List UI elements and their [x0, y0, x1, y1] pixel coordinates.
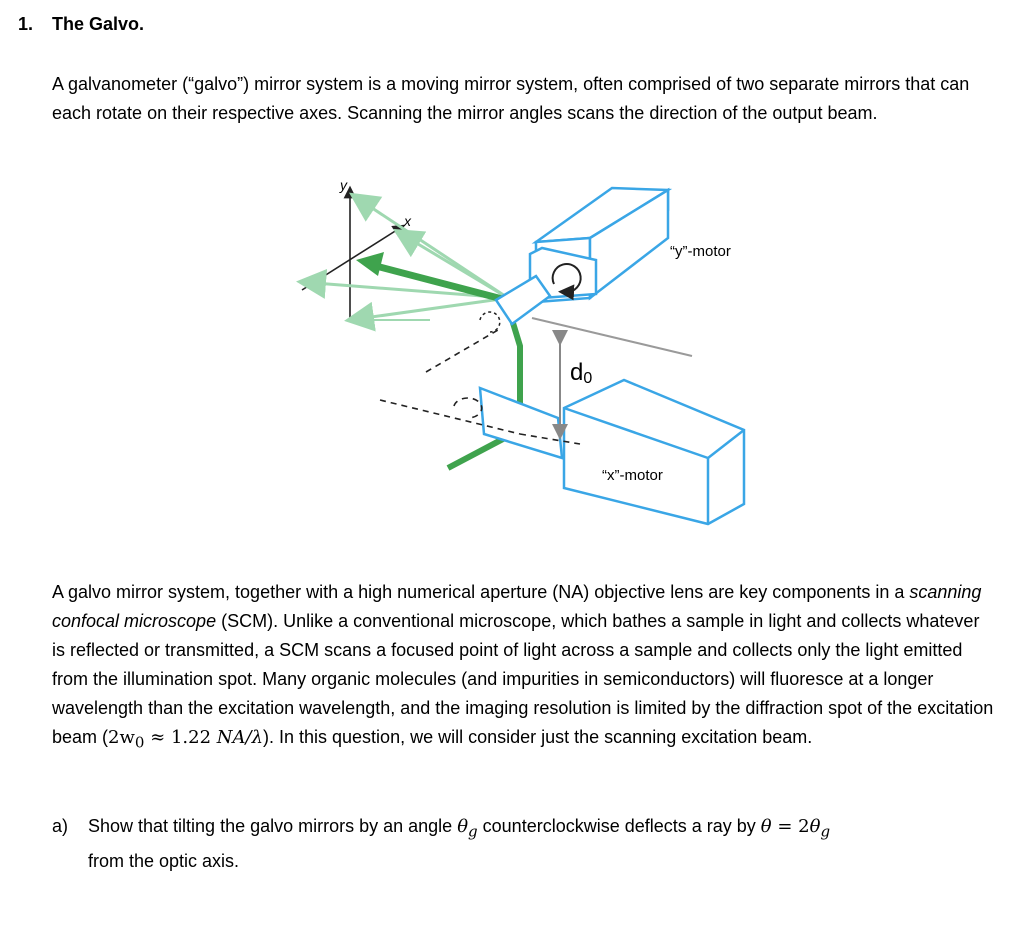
distance-label: d0	[570, 359, 592, 387]
x-mirror	[478, 386, 564, 460]
formula-2w: 2w	[108, 727, 135, 748]
body-text-1: A galvo mirror system, together with a h…	[52, 582, 910, 602]
gray-reference-line	[531, 317, 693, 357]
x-motor	[562, 378, 746, 526]
body-paragraph: A galvo mirror system, together with a h…	[52, 578, 997, 758]
section-title: The Galvo.	[52, 14, 145, 34]
q-text-1: Show that tilting the galvo mirrors by a…	[88, 816, 458, 836]
theta-g-sub: g	[468, 822, 478, 841]
y-mirror	[479, 274, 552, 333]
theta-g: θ	[457, 816, 469, 837]
question-a-text: Show that tilting the galvo mirrors by a…	[88, 812, 997, 876]
equals-two: = 2	[771, 816, 810, 837]
scanned-beams	[296, 192, 509, 332]
question-a-label: a)	[52, 816, 69, 836]
theta-2-sub: g	[820, 822, 831, 841]
formula: 2w0 ≈ 1.22 NA/λ	[108, 727, 263, 752]
q-text-2: counterclockwise deflects a ray by	[477, 816, 761, 836]
intro-paragraph: A galvanometer (“galvo”) mirror system i…	[52, 74, 970, 123]
rotation-axes	[379, 329, 581, 445]
formula-sub: 0	[134, 733, 145, 752]
q-text-4: from the optic axis.	[88, 850, 240, 871]
question-a: a) Show that tilting the galvo mirrors b…	[52, 812, 997, 876]
axis-y-label: y	[339, 177, 348, 193]
formula-na: NA/λ	[216, 727, 263, 748]
theta: θ	[760, 816, 772, 837]
x-motor-label: “x”-motor	[602, 467, 663, 484]
body-text-3: ). In this question, we will consider ju…	[263, 727, 813, 747]
formula-approx: ≈ 1.22	[144, 727, 217, 748]
section-number: 1.	[18, 14, 34, 34]
axis-x-label: x	[403, 213, 412, 229]
galvo-diagram: y x	[296, 177, 746, 526]
theta-2: θ	[809, 816, 821, 837]
section-heading: 1. The Galvo.	[18, 14, 144, 35]
projection-axes	[301, 185, 430, 321]
scm-term: scanning confocal microscope	[52, 582, 982, 631]
body-text-2: (SCM). Unlike a conventional microscope,…	[52, 611, 994, 747]
y-motor-label: “y”-motor	[670, 243, 731, 260]
y-motor	[528, 186, 673, 304]
